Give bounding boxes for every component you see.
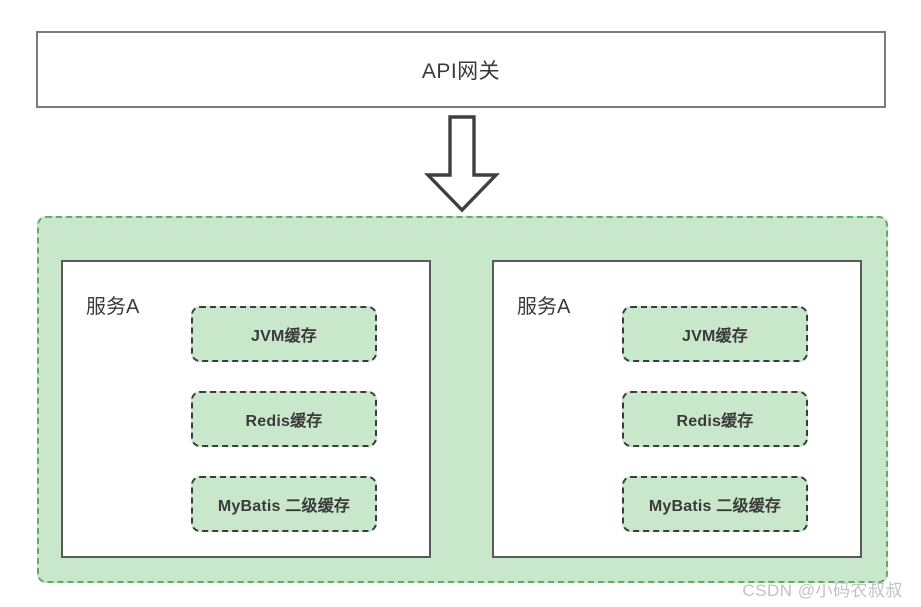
cache-chip-label: MyBatis 二级缓存 — [648, 498, 782, 515]
api-gateway-label: API网关 — [421, 59, 501, 83]
cache-chip-label: Redis缓存 — [245, 413, 323, 430]
service-panel-right: 服务A JVM缓存 Redis缓存 MyBatis 二级缓存 — [492, 260, 862, 558]
cache-chip-label: Redis缓存 — [676, 413, 754, 430]
cache-chip-jvm-left: JVM缓存 — [191, 306, 377, 362]
cache-chip-label: MyBatis 二级缓存 — [217, 498, 351, 515]
cache-chip-label: JVM缓存 — [251, 328, 317, 345]
service-panel-right-label: 服务A — [517, 296, 571, 318]
api-gateway-box: API网关 — [36, 31, 886, 108]
cache-chip-redis-right: Redis缓存 — [622, 391, 808, 447]
service-cluster: 服务A JVM缓存 Redis缓存 MyBatis 二级缓存 服务A JVM缓存 — [37, 216, 888, 583]
service-panel-left: 服务A JVM缓存 Redis缓存 MyBatis 二级缓存 — [61, 260, 431, 558]
cache-chip-label: JVM缓存 — [682, 328, 748, 345]
cache-chip-mybatis-left: MyBatis 二级缓存 — [191, 476, 377, 532]
cache-chip-mybatis-right: MyBatis 二级缓存 — [622, 476, 808, 532]
arrow-down-icon — [422, 115, 502, 213]
cache-chip-redis-left: Redis缓存 — [191, 391, 377, 447]
watermark: CSDN @小码农叔叔 — [742, 581, 903, 600]
cache-list-left: JVM缓存 Redis缓存 MyBatis 二级缓存 — [191, 306, 377, 532]
service-panel-left-label: 服务A — [86, 296, 140, 318]
cache-chip-jvm-right: JVM缓存 — [622, 306, 808, 362]
cache-list-right: JVM缓存 Redis缓存 MyBatis 二级缓存 — [622, 306, 808, 532]
